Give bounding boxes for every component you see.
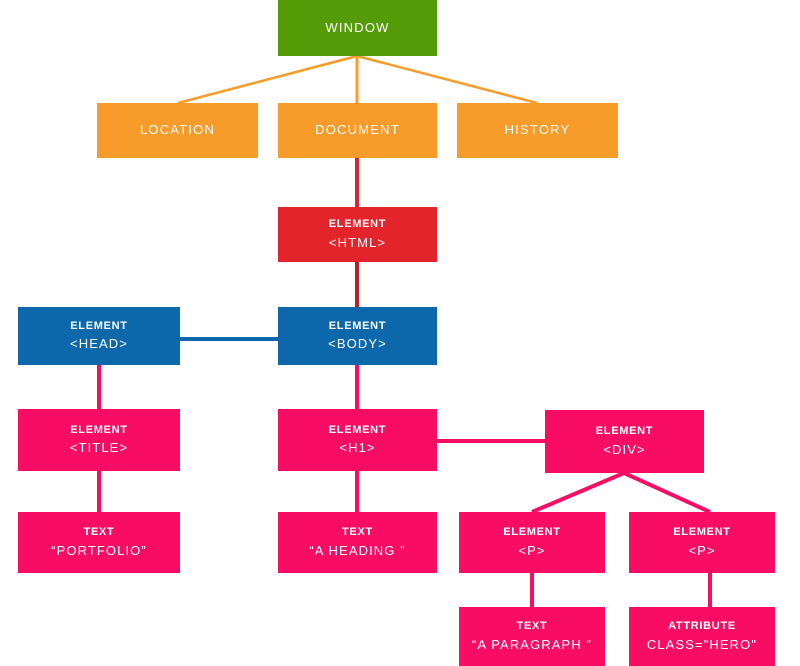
node-attribute-class-hero[interactable]: ATTRIBUTE CLASS="HERO": [629, 607, 775, 666]
node-attribute-class-hero-value: CLASS="HERO": [646, 636, 758, 652]
node-element-h1-kind: ELEMENT: [328, 423, 387, 436]
node-element-h1-value: <H1>: [339, 440, 376, 456]
node-element-title-value: <TITLE>: [69, 440, 129, 456]
node-element-html-kind: ELEMENT: [328, 218, 387, 230]
node-element-head-kind: ELEMENT: [70, 319, 128, 332]
node-text-heading-value: “A HEADING ”: [309, 542, 406, 558]
edge-window-history: [356, 54, 538, 105]
node-document-kind: DOCUMENT: [315, 122, 400, 138]
node-text-paragraph[interactable]: TEXT “A PARAGRAPH ”: [459, 607, 605, 666]
node-window[interactable]: WINDOW: [278, 0, 437, 56]
node-location[interactable]: LOCATION: [97, 103, 258, 158]
edge-window-location: [177, 54, 358, 105]
node-attribute-class-hero-kind: ATTRIBUTE: [668, 620, 736, 632]
node-element-p-first[interactable]: ELEMENT <P>: [459, 512, 605, 573]
edge-div-p2: [623, 471, 711, 514]
node-element-body-kind: ELEMENT: [328, 319, 387, 332]
node-element-head-value: <HEAD>: [70, 336, 128, 352]
node-element-p-second-value: <P>: [688, 542, 716, 558]
node-history[interactable]: HISTORY: [457, 103, 618, 158]
node-location-kind: LOCATION: [139, 122, 216, 138]
node-element-div-value: <DIV>: [603, 441, 646, 457]
node-window-kind: WINDOW: [325, 19, 390, 35]
node-element-title[interactable]: ELEMENT <TITLE>: [18, 409, 180, 471]
node-element-p-first-kind: ELEMENT: [503, 526, 561, 538]
node-element-html[interactable]: ELEMENT <HTML>: [278, 207, 437, 262]
node-element-html-value: <HTML>: [328, 234, 387, 250]
node-history-kind: HISTORY: [504, 122, 571, 138]
node-text-portfolio[interactable]: TEXT “PORTFOLIO”: [18, 512, 180, 573]
node-element-p-second[interactable]: ELEMENT <P>: [629, 512, 775, 573]
node-text-paragraph-value: “A PARAGRAPH ”: [472, 636, 592, 652]
node-element-body[interactable]: ELEMENT <BODY>: [278, 307, 437, 365]
node-element-div-kind: ELEMENT: [595, 425, 654, 437]
node-element-title-kind: ELEMENT: [70, 423, 128, 436]
node-text-portfolio-value: “PORTFOLIO”: [51, 542, 147, 558]
node-element-div[interactable]: ELEMENT <DIV>: [545, 410, 704, 473]
node-text-heading[interactable]: TEXT “A HEADING ”: [278, 512, 437, 573]
node-text-portfolio-kind: TEXT: [83, 526, 115, 538]
node-element-p-second-kind: ELEMENT: [673, 526, 731, 538]
edge-div-p1: [531, 471, 625, 514]
node-text-paragraph-kind: TEXT: [516, 620, 548, 632]
node-element-p-first-value: <P>: [518, 542, 546, 558]
node-text-heading-kind: TEXT: [342, 526, 373, 538]
node-element-body-value: <BODY>: [328, 336, 387, 352]
node-document[interactable]: DOCUMENT: [278, 103, 437, 158]
node-element-head[interactable]: ELEMENT <HEAD>: [18, 307, 180, 365]
node-element-h1[interactable]: ELEMENT <H1>: [278, 409, 437, 471]
